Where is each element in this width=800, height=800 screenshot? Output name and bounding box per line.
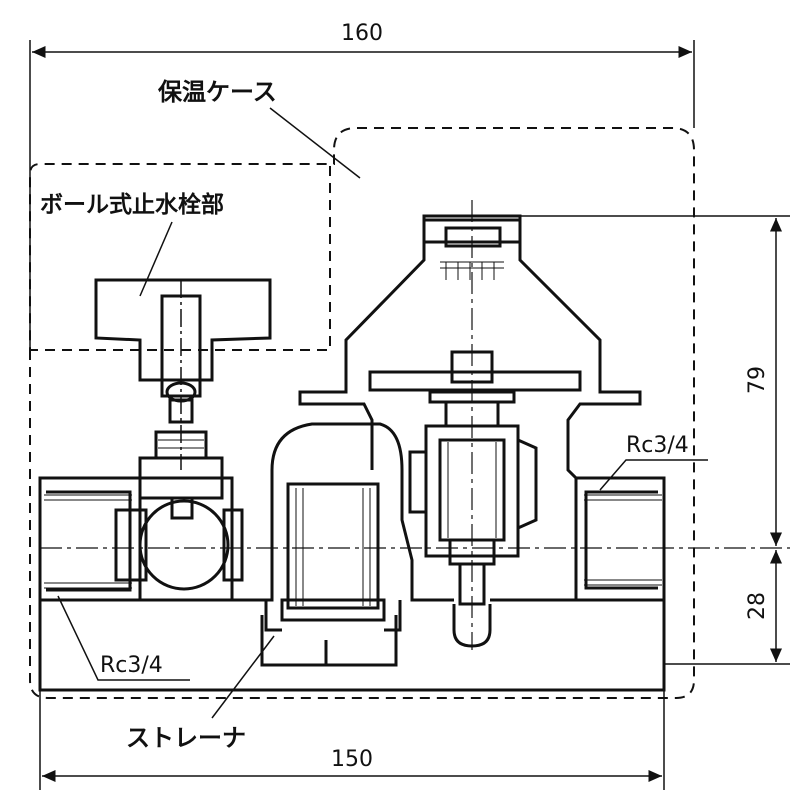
label-ball-valve: ボール式止水栓部 [40, 191, 224, 218]
lower-body [38, 600, 666, 692]
valve-handle [94, 278, 272, 382]
label-insulation-case: 保温ケース [157, 78, 277, 106]
regulator-bonnet [424, 218, 642, 602]
label-strainer: ストレーナ [126, 724, 246, 752]
dim-upper-height: 79 [745, 366, 770, 394]
dim-lower-height: 28 [745, 592, 770, 620]
outlet-thread-hatch [584, 494, 662, 586]
insulation-case-outline [29, 127, 695, 699]
diaphragm [368, 370, 582, 392]
leader-ball-valve [139, 221, 173, 297]
inlet-port-body [38, 476, 142, 602]
dim-overall-width: 160 [341, 21, 383, 46]
strainer-housing [230, 422, 414, 602]
leader-insulation-case [269, 107, 361, 179]
outlet-port-body [574, 476, 666, 602]
insulation-case-inner-dash [30, 166, 331, 351]
spring-coils [440, 261, 504, 280]
ball [138, 499, 230, 591]
label-port-right: Rc3/4 [626, 433, 689, 458]
inlet-thread-hatch [44, 494, 132, 589]
leader-port-left [57, 595, 190, 681]
strainer-screen [286, 482, 380, 610]
strainer-mesh [295, 488, 371, 606]
label-port-left: Rc3/4 [100, 653, 163, 678]
leader-strainer [211, 635, 275, 719]
leader-port-right [599, 459, 708, 491]
ball-chamber [140, 476, 234, 602]
dim-body-width: 150 [331, 747, 373, 772]
